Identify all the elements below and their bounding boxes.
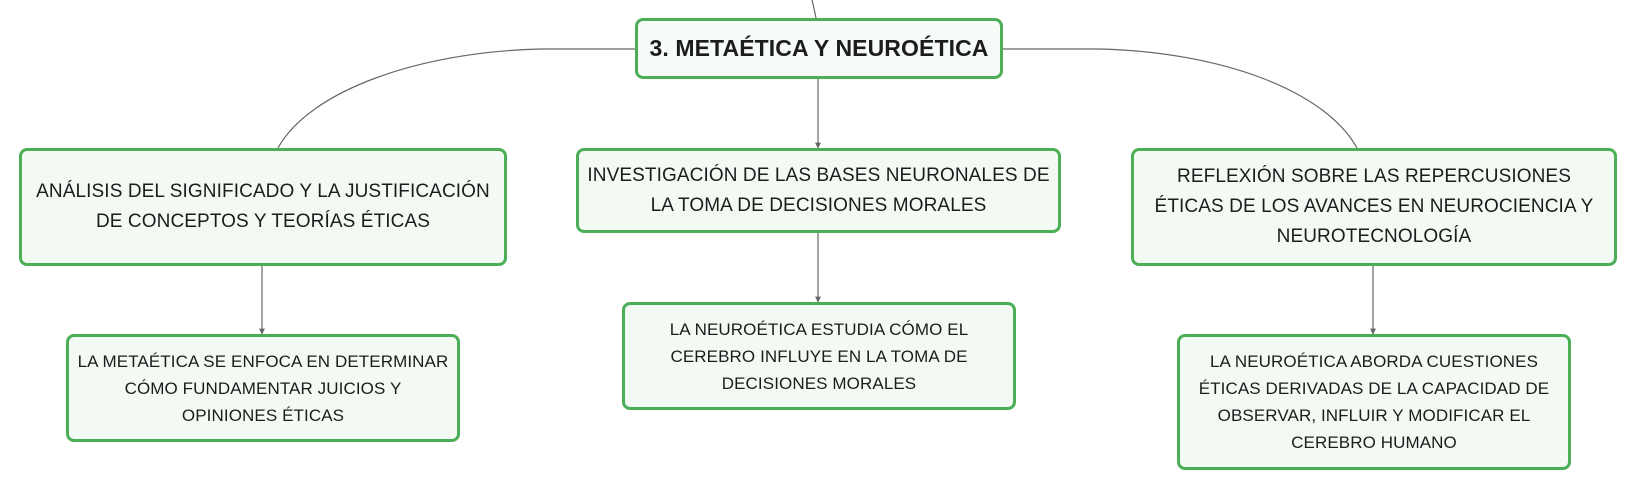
child-node-metaetica-fundamentar[interactable]: LA METAÉTICA SE ENFOCA EN DETERMINAR CÓM…: [66, 334, 460, 442]
branch-node-repercusiones-eticas[interactable]: REFLEXIÓN SOBRE LAS REPERCUSIONES ÉTICAS…: [1131, 148, 1617, 266]
child-node-label: LA METAÉTICA SE ENFOCA EN DETERMINAR CÓM…: [77, 351, 449, 425]
child-node-neuroetica-cuestiones[interactable]: LA NEUROÉTICA ABORDA CUESTIONES ÉTICAS D…: [1177, 334, 1571, 470]
child-node-label: LA NEUROÉTICA ESTUDIA CÓMO EL CEREBRO IN…: [669, 319, 969, 393]
connector-incoming-root: [811, 0, 817, 19]
branch-node-analisis-significado[interactable]: ANÁLISIS DEL SIGNIFICADO Y LA JUSTIFICAC…: [19, 148, 507, 266]
branch-node-label: INVESTIGACIÓN DE LAS BASES NEURONALES DE…: [587, 164, 1050, 216]
branch-node-bases-neuronales[interactable]: INVESTIGACIÓN DE LAS BASES NEURONALES DE…: [576, 148, 1061, 233]
root-node-metaetica-neuroetica[interactable]: 3. METAÉTICA Y NEUROÉTICA: [635, 18, 1003, 79]
branch-node-label: ANÁLISIS DEL SIGNIFICADO Y LA JUSTIFICAC…: [36, 181, 490, 232]
connector-root-to-branch-3: [1003, 48, 1358, 149]
connector-root-to-branch-1: [277, 48, 635, 149]
root-node-label: 3. METAÉTICA Y NEUROÉTICA: [649, 35, 989, 61]
branch-node-label: REFLEXIÓN SOBRE LAS REPERCUSIONES ÉTICAS…: [1154, 166, 1594, 247]
child-node-neuroetica-cerebro[interactable]: LA NEUROÉTICA ESTUDIA CÓMO EL CEREBRO IN…: [622, 302, 1016, 410]
child-node-label: LA NEUROÉTICA ABORDA CUESTIONES ÉTICAS D…: [1198, 352, 1550, 452]
